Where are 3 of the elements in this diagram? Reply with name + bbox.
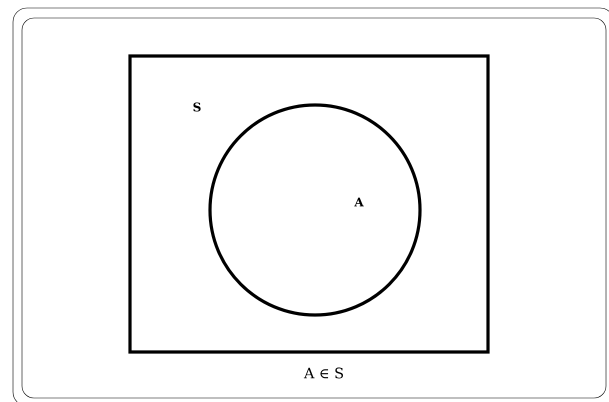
set-label: S [193,102,201,112]
set-label: A [354,198,364,206]
caption: A ∈ S [304,368,343,378]
